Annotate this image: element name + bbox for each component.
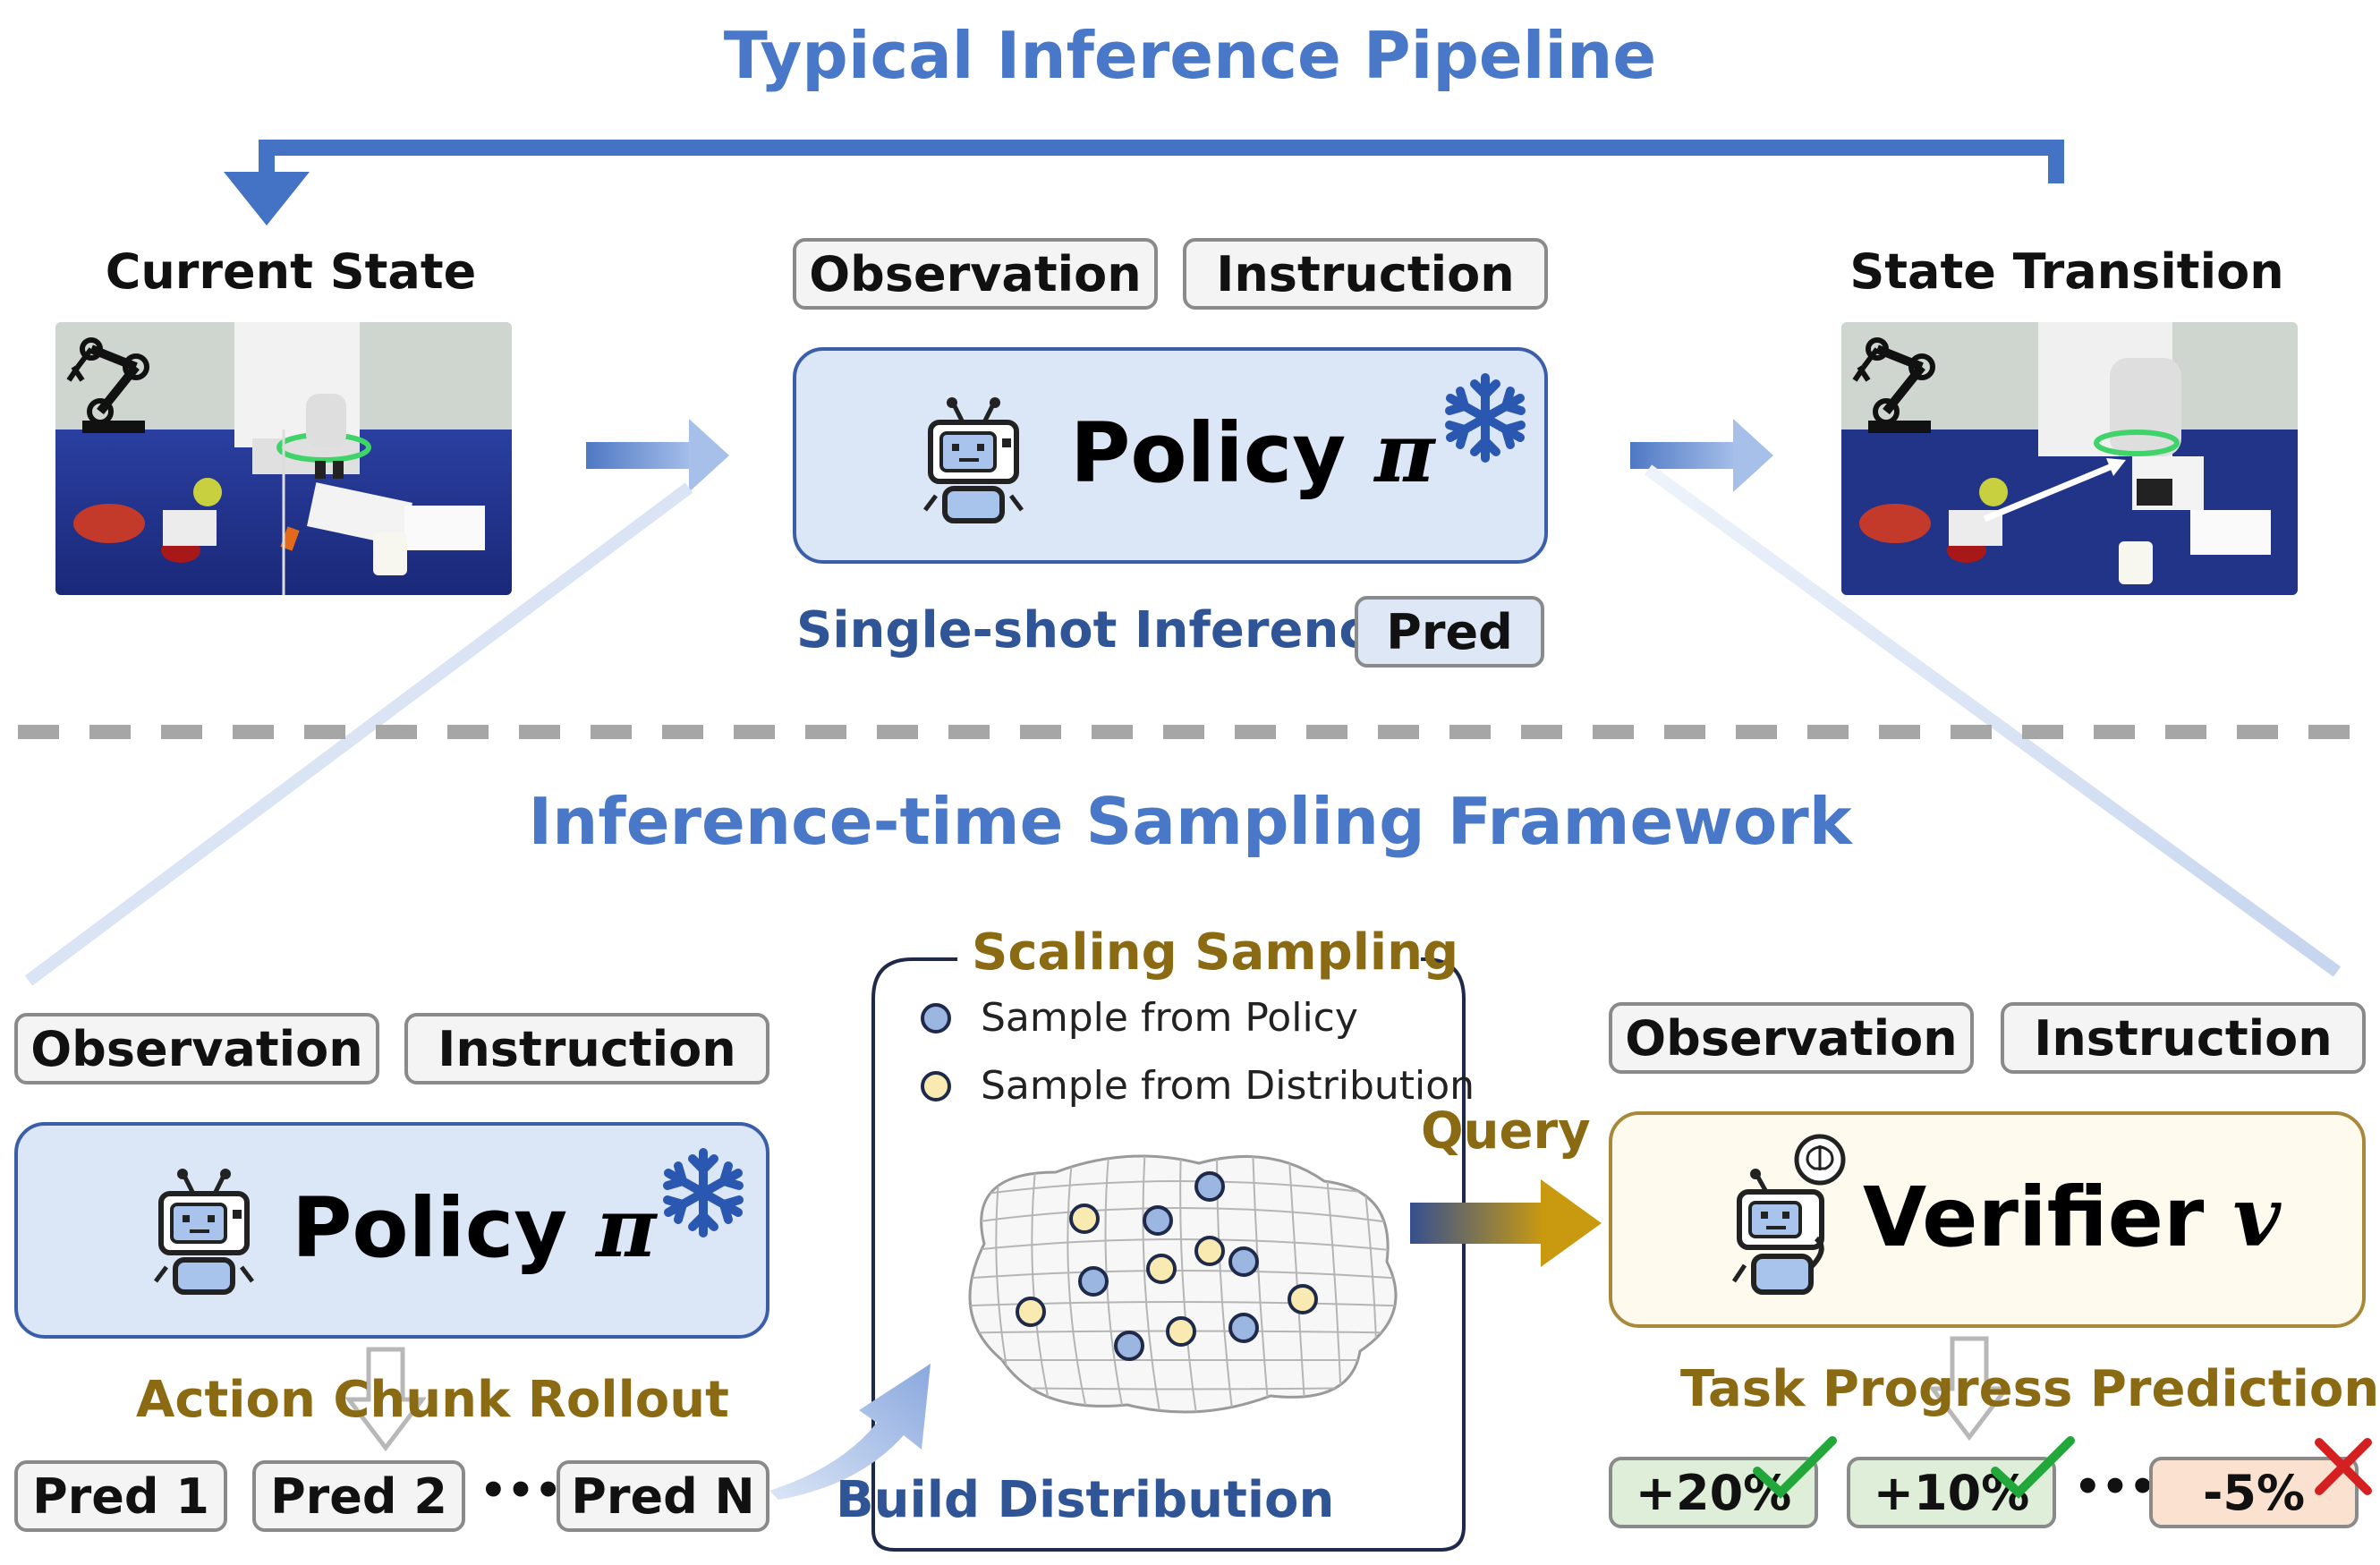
scaling-sampling-title: Scaling Sampling (972, 923, 1459, 982)
distribution-sample-dot (1146, 1254, 1177, 1284)
down-hollow-arrow (1929, 1336, 2010, 1442)
scaling-sampling-frame (871, 957, 1466, 1552)
distribution-mesh (968, 1154, 1398, 1414)
arrow-to-transition (1630, 419, 1773, 492)
policy-sample-dot (1228, 1246, 1259, 1277)
zoom-line-right (1644, 464, 2342, 977)
single-shot-label: Single-shot Inference (796, 601, 1403, 659)
top-title: Typical Inference Pipeline (723, 18, 1657, 93)
down-hollow-arrow (345, 1347, 426, 1452)
bottom-observation-tag: Observation (14, 1013, 379, 1084)
verifier-symbol: v (2232, 1169, 2281, 1265)
task-progress-label: Task Progress Prediction (1680, 1360, 2380, 1418)
action-chunk-label: Action Chunk Rollout (136, 1371, 729, 1429)
robot-icon (923, 397, 1024, 523)
policy-sample-dot (1194, 1171, 1225, 1202)
top-instruction-tag: Instruction (1183, 238, 1548, 310)
distribution-dot-legend (921, 1071, 951, 1101)
bottom-policy-label: Policy (292, 1180, 568, 1276)
score-ellipsis: ••• (2074, 1462, 2157, 1512)
top-policy-box: Policy π (793, 347, 1548, 564)
pred-2-tag: Pred 2 (252, 1460, 465, 1532)
query-arrow (1410, 1179, 1602, 1267)
robot-arm-icon (66, 337, 149, 433)
bottom-policy-box: Policy π (14, 1122, 769, 1339)
top-policy-symbol: π (1374, 404, 1435, 501)
snowflake-icon (663, 1148, 744, 1238)
policy-sample-dot (1143, 1205, 1173, 1236)
pred-ellipsis: ••• (480, 1466, 563, 1516)
cross-icon (2315, 1438, 2372, 1495)
top-policy-label: Policy (1070, 405, 1347, 501)
legend-policy: Sample from Policy (981, 995, 1358, 1041)
policy-sample-dot (1114, 1331, 1144, 1361)
robot-scene (55, 322, 512, 595)
pred-n-tag: Pred N (557, 1460, 769, 1532)
bottom-title: Inference-time Sampling Framework (528, 784, 1852, 859)
distribution-sample-dot (1194, 1236, 1225, 1266)
build-distribution-label: Build Distribution (836, 1471, 1335, 1529)
score-2-tag: +10% (1847, 1457, 2056, 1528)
arrow-to-policy (586, 419, 729, 492)
query-label: Query (1421, 1102, 1591, 1161)
bottom-policy-symbol: π (596, 1179, 657, 1276)
policy-sample-dot (1228, 1313, 1259, 1343)
state-transition-image (1841, 322, 2298, 595)
distribution-sample-dot (1166, 1316, 1196, 1347)
build-distribution-arrow (769, 1364, 931, 1500)
robot-scene-after (1841, 322, 2298, 595)
top-observation-tag: Observation (793, 238, 1158, 310)
verifier-observation-tag: Observation (1609, 1002, 1974, 1074)
check-icon (1991, 1436, 2075, 1499)
legend-distribution: Sample from Distribution (981, 1063, 1475, 1109)
verifier-label: Verifier (1863, 1169, 2205, 1265)
verifier-instruction-tag: Instruction (2001, 1002, 2366, 1074)
distribution-sample-dot (1016, 1297, 1046, 1327)
state-transition-label: State Transition (1849, 243, 2284, 300)
top-pred-tag: Pred (1355, 596, 1544, 668)
verifier-box: Verifier v (1609, 1111, 2366, 1328)
robot-icon (1731, 1134, 1846, 1295)
zoom-line-left (24, 482, 693, 986)
distribution-sample-dot (1288, 1284, 1318, 1314)
snowflake-icon (1445, 373, 1526, 463)
current-state-label: Current State (105, 243, 477, 300)
bottom-instruction-tag: Instruction (404, 1013, 769, 1084)
policy-dot-legend (921, 1003, 951, 1033)
current-state-image (55, 322, 512, 595)
check-icon (1753, 1436, 1837, 1499)
distribution-sample-dot (1069, 1204, 1100, 1234)
robot-icon (154, 1169, 254, 1295)
feedback-loop-arrow (224, 140, 2064, 225)
policy-sample-dot (1078, 1266, 1109, 1297)
pred-1-tag: Pred 1 (14, 1460, 227, 1532)
